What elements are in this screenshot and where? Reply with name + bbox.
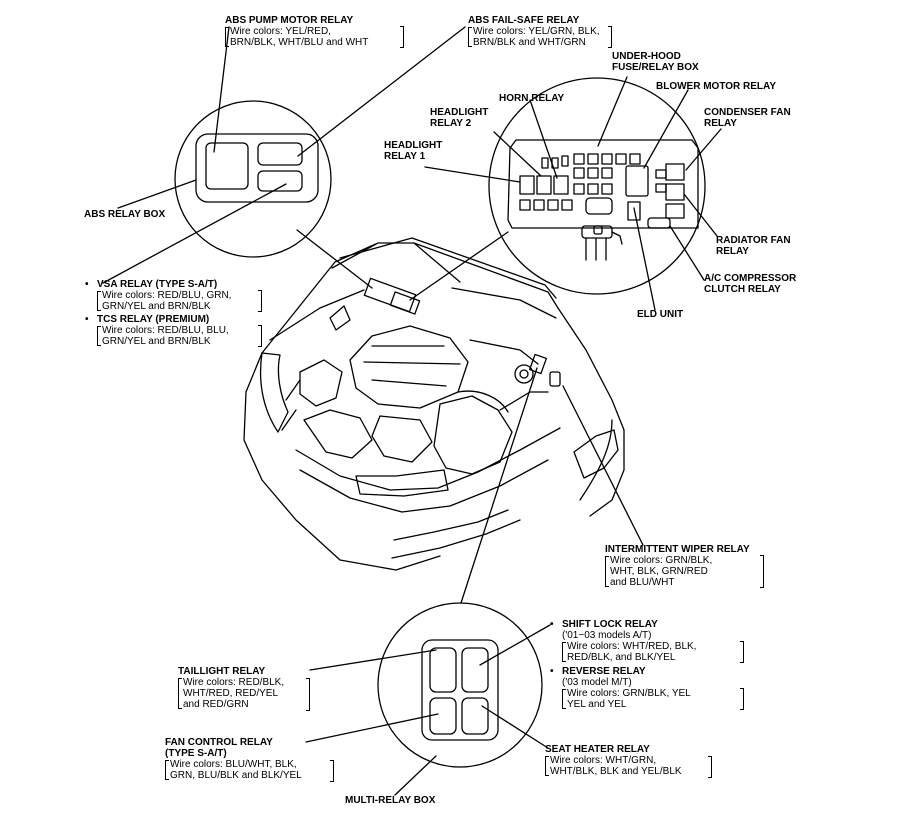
- engine-cover: [349, 325, 469, 409]
- engine-parts: [299, 359, 433, 463]
- air-hose: [457, 390, 549, 413]
- intermittent-wiper-relay-label: INTERMITTENT WIPER RELAY Wire colors: GR…: [605, 544, 750, 588]
- car-left-headlight: [259, 352, 289, 433]
- car-lower-intake: [391, 509, 521, 559]
- uh-leader-ac: [669, 225, 705, 281]
- abs-leader-vsa: [102, 183, 287, 284]
- air-intake: [433, 395, 513, 475]
- condenser-fan-relay-label: CONDENSER FAN RELAY: [704, 107, 791, 129]
- shift-lock-bracket: [740, 641, 744, 663]
- car-right-wheel-arch: [579, 419, 613, 501]
- radiator-fan-relay-label: RADIATOR FAN RELAY: [716, 235, 791, 257]
- car-front-bumper: [295, 427, 561, 513]
- multi-leader-taillight: [309, 649, 437, 671]
- engine-cover-detail: [363, 345, 461, 387]
- fan-control-bracket: [330, 760, 334, 782]
- car-illustration: [243, 237, 625, 571]
- multi-leader-fan: [305, 713, 439, 743]
- abs-relay-box-circle: [174, 100, 332, 258]
- uh-leader-eld: [633, 207, 656, 311]
- uh-leader-headlight2: [493, 131, 542, 177]
- uh-fuse-grid: [519, 153, 685, 261]
- uh-leader-condenser: [685, 128, 722, 171]
- seat-heater-relay-label: SEAT HEATER RELAY Wire colors: WHT/GRN,W…: [545, 744, 690, 777]
- multi-leader-box: [394, 755, 437, 796]
- abs-pump-bracket: [400, 26, 404, 48]
- uh-leader-horn: [529, 99, 558, 179]
- uh-box-outline: [507, 139, 699, 229]
- abs-box-outline: [195, 133, 319, 203]
- multi-leader-shift: [479, 624, 551, 666]
- wiper-relay-on-car: [549, 371, 561, 387]
- seat-heater-relay-slot: [461, 697, 489, 735]
- shift-lock-relay-slot: [461, 647, 489, 693]
- multi-relay-box-label: MULTI-RELAY BOX: [345, 795, 436, 806]
- under-hood-circle: [488, 77, 706, 295]
- car-grille: [355, 469, 449, 497]
- reverse-bracket: [740, 688, 744, 710]
- car-hood: [261, 242, 559, 354]
- car-left-fender: [243, 352, 441, 571]
- bullet: •: [85, 314, 89, 325]
- car-right-fender: [557, 307, 625, 517]
- abs-fail-safe-relay-label: ABS FAIL-SAFE RELAY Wire colors: YEL/GRN…: [468, 15, 608, 48]
- eld-unit-label: ELD UNIT: [637, 309, 684, 320]
- taillight-bracket: [306, 678, 310, 711]
- under-hood-box-label: UNDER-HOOD FUSE/RELAY BOX: [612, 51, 699, 73]
- reverse-relay-label: • REVERSE RELAY ('03 model M/T) Wire col…: [550, 666, 699, 710]
- vsa-relay-label: • VSA RELAY (TYPE S-A/T) Wire colors: RE…: [85, 279, 239, 312]
- uh-leader-underhood: [597, 76, 628, 147]
- wiper-leader: [562, 385, 644, 546]
- uh-leader-blower: [643, 89, 689, 169]
- abs-box-on-car: [389, 291, 421, 315]
- abs-leader-relaybox: [117, 179, 197, 209]
- multi-relay-circle: [377, 602, 543, 768]
- abs-fail-safe-relay-slot: [257, 142, 303, 166]
- under-hood-box-on-car: [363, 277, 417, 313]
- under-hood-box-callout: [409, 76, 722, 311]
- reservoir-cap: [514, 364, 534, 384]
- taillight-relay-slot: [429, 647, 457, 693]
- fan-control-relay-label: FAN CONTROL RELAY (TYPE S-A/T) Wire colo…: [165, 737, 310, 781]
- abs-to-car-line: [296, 229, 373, 289]
- abs-relay-box-callout: [102, 26, 466, 289]
- wiper-bracket: [760, 555, 764, 588]
- multi-relay-box-callout: [305, 367, 551, 796]
- bullet: •: [550, 619, 554, 630]
- car-cowl: [269, 287, 557, 341]
- seat-heater-bracket: [708, 756, 712, 778]
- headlight-relay-1-label: HEADLIGHT RELAY 1: [384, 140, 443, 162]
- fan-control-relay-slot: [429, 697, 457, 735]
- vsa-relay-slot: [257, 170, 303, 192]
- abs-failsafe-bracket: [608, 26, 612, 48]
- shift-lock-relay-label: • SHIFT LOCK RELAY ('01−03 models A/T) W…: [550, 619, 704, 663]
- blower-motor-relay-label: BLOWER MOTOR RELAY: [656, 81, 777, 92]
- abs-pump-motor-relay-square: [205, 142, 249, 190]
- abs-leader-pump: [213, 26, 230, 153]
- horn-relay-label: HORN RELAY: [499, 93, 565, 104]
- bullet: •: [550, 666, 554, 677]
- taillight-relay-label: TAILLIGHT RELAY Wire colors: RED/BLK,WHT…: [178, 666, 292, 710]
- engine-lines: [281, 305, 539, 431]
- tcs-relay-label: • TCS RELAY (PREMIUM) Wire colors: RED/B…: [85, 314, 237, 347]
- car-right-headlight: [573, 429, 619, 479]
- abs-pump-motor-relay-label: ABS PUMP MOTOR RELAY Wire colors: YEL/RE…: [225, 15, 376, 48]
- uh-leader-radiator: [683, 193, 718, 237]
- multi-leader-seat: [481, 705, 549, 749]
- abs-leader-failsafe: [297, 26, 466, 157]
- tcs-bracket: [258, 325, 262, 347]
- vsa-bracket: [258, 290, 262, 312]
- multi-to-car-line: [460, 367, 538, 604]
- headlight-relay-2-label: HEADLIGHT RELAY 2: [430, 107, 489, 129]
- reservoir-cap-inner: [519, 369, 529, 379]
- bullet: •: [85, 279, 89, 290]
- uh-leader-headlight1: [424, 166, 521, 183]
- uh-to-car-line: [409, 231, 509, 301]
- multi-box-outline: [421, 639, 499, 741]
- car-hood-edge: [339, 237, 557, 299]
- abs-relay-box-label: ABS RELAY BOX: [84, 209, 166, 220]
- ac-compressor-clutch-relay-label: A/C COMPRESSOR CLUTCH RELAY: [704, 273, 797, 295]
